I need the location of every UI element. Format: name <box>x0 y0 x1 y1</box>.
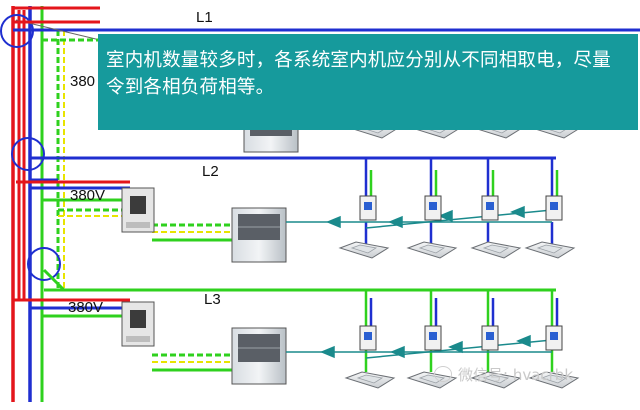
line-l3 <box>13 268 556 372</box>
watermark: 微信号: hvacrbk <box>434 364 573 385</box>
indoor-unit-l2-1 <box>338 241 390 259</box>
note-box: 室内机数量较多时，各系统室内机应分别从不同相取电，尽量令到各相负荷相等。 <box>98 34 638 130</box>
outdoor-unit-l2 <box>231 207 287 263</box>
label-l1: L1 <box>196 9 213 26</box>
breaker-l3-4 <box>545 325 563 351</box>
main-bus <box>11 6 65 402</box>
breaker-l3-2 <box>424 325 442 351</box>
label-l3: L3 <box>204 291 221 308</box>
watermark-text: 微信号: hvacrbk <box>458 366 574 384</box>
breaker-l3-3 <box>481 325 499 351</box>
indoor-unit-l3-1 <box>344 371 396 389</box>
breaker-panel-l2 <box>121 187 155 233</box>
label-l2: L2 <box>202 163 219 180</box>
branch-breakers <box>359 195 563 351</box>
indoor-unit-l2-2 <box>406 241 458 259</box>
indoor-unit-l3-3 <box>470 371 522 389</box>
label-voltage-3: 380V <box>68 299 104 316</box>
comm-lines-l2 <box>286 205 553 229</box>
breaker-l2-3 <box>481 195 499 221</box>
wechat-icon <box>434 366 452 382</box>
breaker-l2-2 <box>424 195 442 221</box>
indoor-unit-l2-3 <box>470 241 522 259</box>
line-l1 <box>13 6 640 42</box>
branches-l3 <box>364 290 559 372</box>
breaker-l2-4 <box>545 195 563 221</box>
line-l2 <box>16 156 556 242</box>
label-voltage-2: 380V <box>70 187 106 204</box>
label-voltage-1: 380 <box>70 73 96 90</box>
branches-l2 <box>364 158 559 244</box>
tap-circle-3 <box>27 247 61 281</box>
breaker-l3-1 <box>359 325 377 351</box>
indoor-unit-l3-4 <box>528 371 580 389</box>
outdoor-unit-l3 <box>231 327 287 385</box>
note-text: 室内机数量较多时，各系统室内机应分别从不同相取电，尽量令到各相负荷相等。 <box>106 50 611 98</box>
breaker-l2-1 <box>359 195 377 221</box>
tap-circle-2 <box>11 137 45 171</box>
comm-lines-l3 <box>286 334 553 359</box>
breaker-panel-l3 <box>121 301 155 347</box>
indoor-unit-l2-4 <box>524 241 576 259</box>
